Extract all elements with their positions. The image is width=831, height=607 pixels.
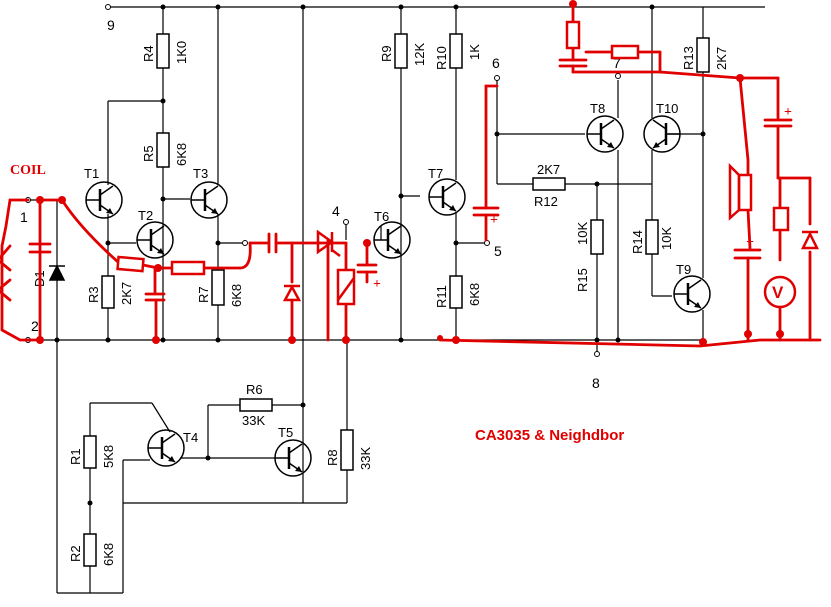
transistor-t7-symbol xyxy=(427,177,467,217)
t3-label: T3 xyxy=(193,166,208,181)
plus-marker-4: + xyxy=(746,235,754,250)
pin-2-label: 2 xyxy=(31,318,39,334)
t1-label: T1 xyxy=(84,166,99,181)
r4-name: R4 xyxy=(141,45,156,62)
resistor-bodies xyxy=(83,33,710,567)
r8-value: 33K xyxy=(358,447,373,470)
r7-name: R7 xyxy=(196,286,211,303)
red-diodes xyxy=(282,229,820,302)
pin-4-label: 4 xyxy=(332,203,340,219)
transistor-t1-symbol xyxy=(84,180,124,220)
r7-value: 6K8 xyxy=(229,284,244,307)
t8-label: T8 xyxy=(590,101,605,116)
pin-1-label: 1 xyxy=(20,209,28,225)
diagram-title: CA3035 & Neighdbor xyxy=(475,427,624,444)
r10-value: 1K xyxy=(467,44,482,60)
r13-name: R13 xyxy=(681,46,696,70)
transistor-t4-symbol xyxy=(146,428,186,468)
coil-label: COIL xyxy=(10,163,46,178)
r6-value: 33K xyxy=(242,413,265,428)
r5-value: 6K8 xyxy=(174,143,189,166)
r15-name: R15 xyxy=(575,268,590,292)
diode-d1-symbol xyxy=(48,264,66,281)
r6-name: R6 xyxy=(246,382,263,397)
r11-name: R11 xyxy=(434,285,449,308)
r2-value: 6K8 xyxy=(101,543,116,566)
transistor-t9-symbol xyxy=(672,274,712,314)
pin-8-label: 8 xyxy=(592,375,600,391)
t6-label: T6 xyxy=(374,209,389,224)
junction-dots xyxy=(54,4,706,506)
r1-name: R1 xyxy=(68,448,83,465)
r8-name: R8 xyxy=(325,449,340,466)
pin-9-label: 9 xyxy=(107,17,115,33)
transistor-t6-symbol xyxy=(372,220,412,260)
r11-value: 6K8 xyxy=(467,283,482,306)
plus-marker-1: + xyxy=(490,213,498,228)
red-wiring xyxy=(0,0,822,348)
r15-value: 10K xyxy=(575,222,590,245)
pin-5-label: 5 xyxy=(494,243,502,259)
t10-label: T10 xyxy=(656,101,678,116)
r1-value: 5K8 xyxy=(101,445,116,468)
r13-value: 2K7 xyxy=(714,47,729,70)
plus-marker-3: + xyxy=(784,105,792,120)
r14-value: 10K xyxy=(659,227,674,250)
red-dots xyxy=(36,0,784,346)
transistor-t2-symbol xyxy=(135,220,175,260)
t5-label: T5 xyxy=(278,425,293,440)
r4-value: 1K0 xyxy=(174,41,189,64)
r5-name: R5 xyxy=(141,145,156,162)
plus-marker-2: + xyxy=(373,277,381,292)
r3-value: 2K7 xyxy=(119,282,134,305)
r3-name: R3 xyxy=(86,286,101,303)
t2-label: T2 xyxy=(138,208,153,223)
t4-label: T4 xyxy=(183,430,198,445)
t7-label: T7 xyxy=(428,166,443,181)
transistor-t3-symbol xyxy=(189,180,229,220)
pin-7-label: 7 xyxy=(613,55,621,71)
svg-text:V: V xyxy=(772,283,784,302)
r12-value: 2K7 xyxy=(537,162,560,177)
meter-v-icon: V xyxy=(763,275,797,309)
r9-name: R9 xyxy=(379,45,394,62)
transistor-t5-symbol xyxy=(273,438,313,478)
r2-name: R2 xyxy=(68,545,83,562)
black-wiring xyxy=(28,6,765,594)
transistor-t10-symbol xyxy=(642,114,682,154)
r10-name: R10 xyxy=(434,46,449,70)
r14-name: R14 xyxy=(630,230,645,254)
t9-label: T9 xyxy=(676,262,691,277)
transistor-t8-symbol xyxy=(585,114,625,154)
r9-value: 12K xyxy=(412,43,427,66)
r12-name: R12 xyxy=(534,194,558,209)
red-components xyxy=(116,20,790,306)
pin-6-label: 6 xyxy=(492,55,500,71)
